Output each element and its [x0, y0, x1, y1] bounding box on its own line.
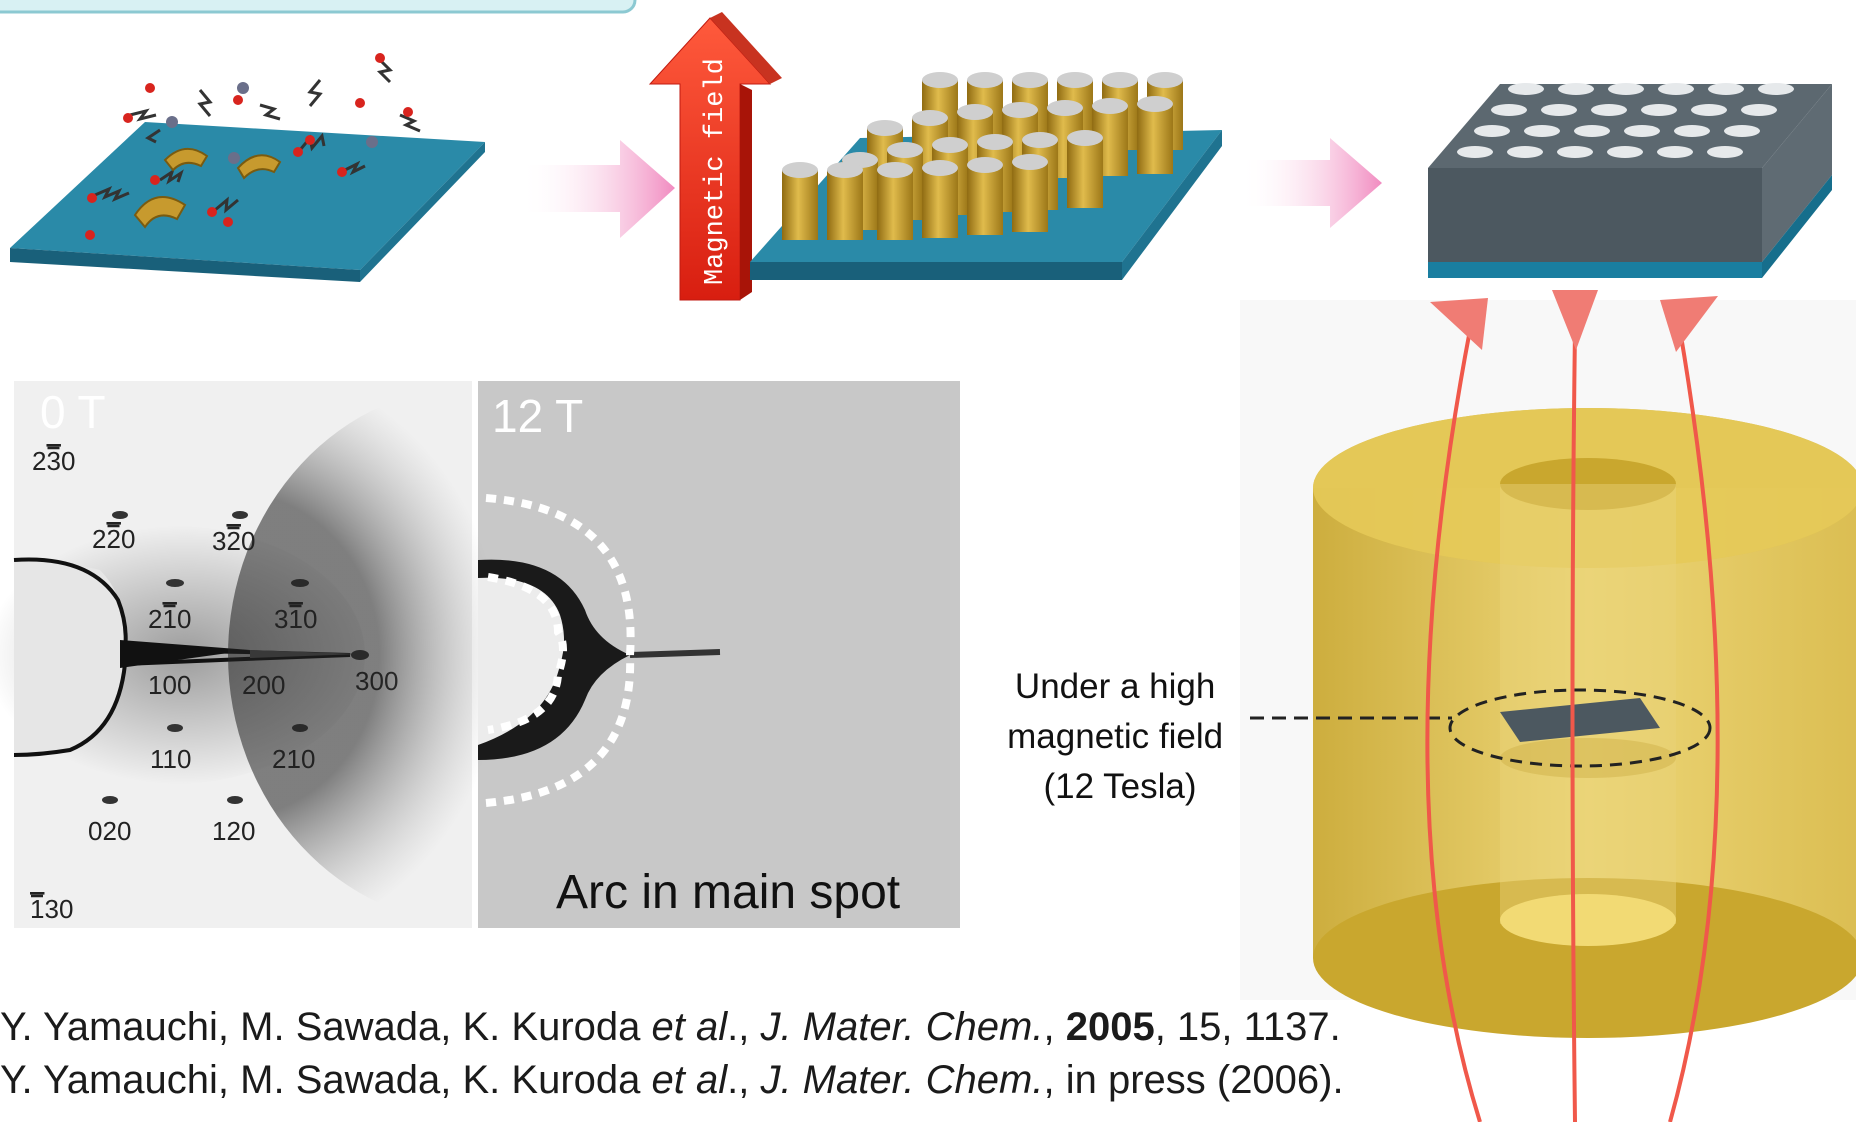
reference-1-sep1: .,: [727, 1005, 761, 1049]
miller-index-label: 120: [212, 816, 255, 846]
nanorod-top: [1137, 96, 1173, 112]
miller-index-label: 130: [30, 894, 73, 924]
header-box-fragment: [0, 0, 637, 14]
nanorod-top: [1012, 154, 1048, 170]
substrate-with-surfactants: [10, 53, 485, 282]
pore: [1741, 104, 1777, 116]
nanorod-top: [922, 72, 958, 88]
pore: [1724, 125, 1760, 137]
panel-label-12T: 12 T: [492, 390, 583, 442]
reference-2-sep1: .,: [727, 1058, 761, 1102]
nanorod-top: [1022, 132, 1058, 148]
reference-2: Y. Yamauchi, M. Sawada, K. Kuroda et al.…: [0, 1058, 1856, 1103]
process-arrow-2: [1240, 138, 1382, 228]
nanorod-top: [867, 120, 903, 136]
saed-panel-12T: 12 T Arc in main spot: [228, 381, 960, 928]
reference-2-journal: J. Mater. Chem.: [760, 1058, 1044, 1102]
pore: [1557, 146, 1593, 158]
miller-index-label: 100: [148, 670, 191, 700]
reference-2-rest: , in press (2006).: [1043, 1058, 1344, 1102]
nanorod: [922, 168, 958, 238]
nanorod-top: [887, 142, 923, 158]
nanorod-top: [967, 72, 1003, 88]
pore: [1691, 104, 1727, 116]
pore: [1758, 83, 1794, 95]
nanorod-top: [1047, 100, 1083, 116]
magnetic-field-arrow: Magnetic field: [648, 12, 782, 301]
nanorod-top: [782, 162, 818, 178]
process-arrow-1: [520, 140, 675, 238]
porous-film: [1428, 83, 1832, 278]
pore: [1491, 104, 1527, 116]
nanorod-top: [922, 160, 958, 176]
nanorod-top: [912, 110, 948, 126]
panel-caption-arc: Arc in main spot: [556, 866, 900, 919]
pore: [1474, 125, 1510, 137]
pore: [1507, 146, 1543, 158]
miller-index-label: 110: [150, 744, 191, 774]
nanorod: [1012, 162, 1048, 232]
nanorod-top: [967, 157, 1003, 173]
pore: [1707, 146, 1743, 158]
aligned-rods: [750, 72, 1222, 280]
nanorod-top: [827, 162, 863, 178]
miller-index-label: 230: [32, 446, 75, 476]
nanorod: [1067, 138, 1103, 208]
reference-2-authors: Y. Yamauchi, M. Sawada, K. Kuroda: [0, 1058, 652, 1102]
magnetic-field-label: Magnetic field: [701, 58, 731, 285]
pore: [1674, 125, 1710, 137]
nanorod-top: [957, 104, 993, 120]
pore: [1558, 83, 1594, 95]
magnet-caption-line-2: magnetic field: [1007, 717, 1223, 756]
magnet-caption: Under a high magnetic field (12 Tesla): [1007, 667, 1233, 806]
nanorod-top: [1012, 72, 1048, 88]
miller-index-label: 220: [92, 524, 135, 554]
nanorod-top: [1057, 72, 1093, 88]
nanorod-top: [1147, 72, 1183, 88]
nanorod: [877, 170, 913, 240]
pore: [1708, 83, 1744, 95]
pore: [1541, 104, 1577, 116]
reference-1-sep2: ,: [1043, 1005, 1066, 1049]
magnet-caption-line-1: Under a high: [1015, 667, 1215, 706]
nanorod-top: [977, 134, 1013, 150]
pore: [1624, 125, 1660, 137]
pore: [1591, 104, 1627, 116]
nanorod-top: [1002, 102, 1038, 118]
nanorod-top: [932, 137, 968, 153]
nanorod: [967, 165, 1003, 235]
pore: [1574, 125, 1610, 137]
pore: [1657, 146, 1693, 158]
reference-1-etal: et al: [651, 1005, 728, 1049]
nanorod-top: [1102, 72, 1138, 88]
pore: [1641, 104, 1677, 116]
nanorod-top: [1067, 130, 1103, 146]
reference-1-rest: , 15, 1137.: [1154, 1005, 1341, 1049]
pore: [1607, 146, 1643, 158]
pore: [1457, 146, 1493, 158]
magnet-caption-line-3: (12 Tesla): [1043, 767, 1196, 806]
nanorod: [827, 170, 863, 240]
pore: [1508, 83, 1544, 95]
pore: [1658, 83, 1694, 95]
pore: [1608, 83, 1644, 95]
nanorod: [1137, 104, 1173, 174]
miller-index-label: 020: [88, 816, 131, 846]
reference-1-journal: J. Mater. Chem.: [760, 1005, 1044, 1049]
reference-2-etal: et al: [651, 1058, 728, 1102]
reference-1-year: 2005: [1065, 1005, 1155, 1049]
nanorod-top: [877, 162, 913, 178]
nanorod: [782, 170, 818, 240]
reference-1: Y. Yamauchi, M. Sawada, K. Kuroda et al.…: [0, 1005, 1856, 1050]
nanorod-top: [1092, 98, 1128, 114]
pore: [1524, 125, 1560, 137]
panel-label-0T: 0 T: [40, 386, 106, 438]
superconducting-magnet: Under a high magnetic field (12 Tesla): [1007, 290, 1856, 1122]
reference-1-authors: Y. Yamauchi, M. Sawada, K. Kuroda: [0, 1005, 652, 1049]
miller-index-label: 210: [148, 604, 191, 634]
